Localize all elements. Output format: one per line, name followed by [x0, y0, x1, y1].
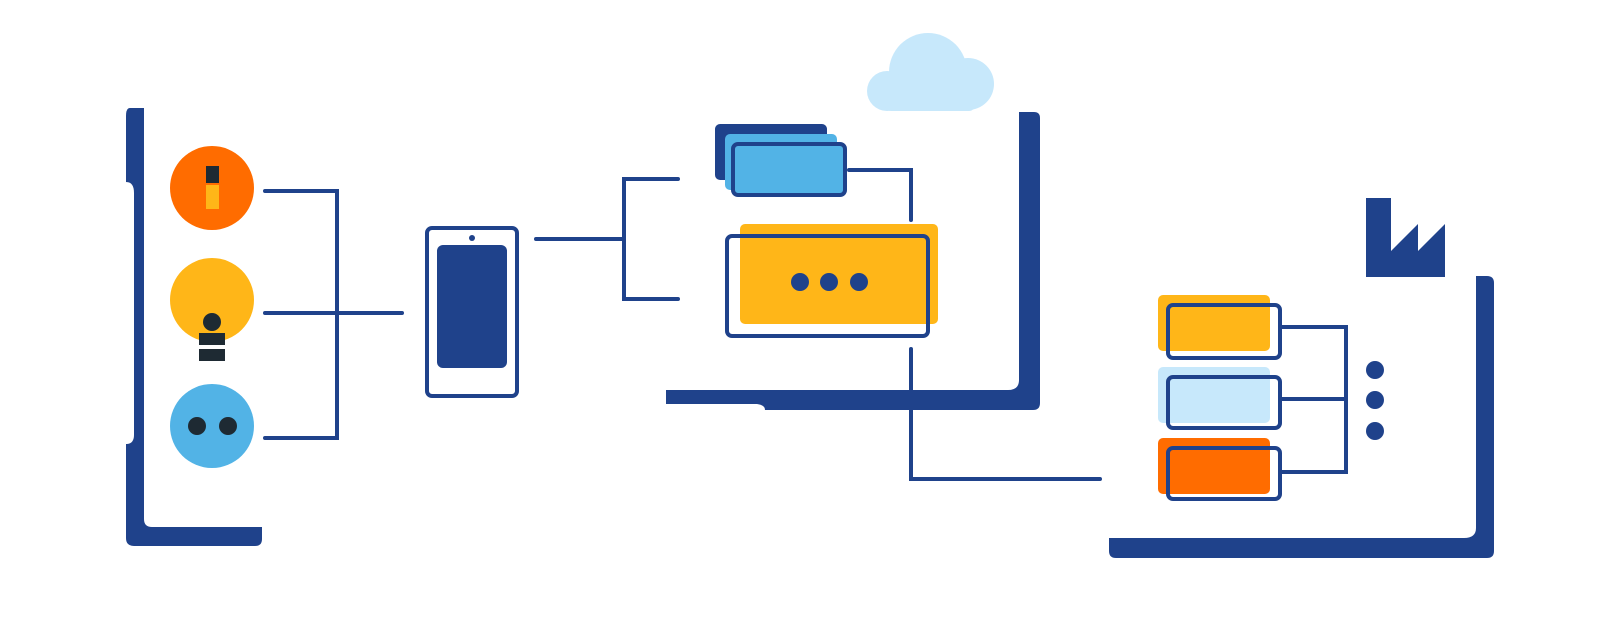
smartphone-icon — [425, 226, 519, 398]
cloud-icon — [867, 33, 994, 111]
left-bracket-frame — [126, 108, 262, 546]
yellow-message-card — [725, 224, 938, 338]
system-connectors — [1281, 325, 1348, 474]
system-card-pale — [1158, 367, 1282, 430]
phone-connectors — [534, 177, 680, 301]
card-stack-blue — [715, 124, 847, 197]
chat-dots-icon — [170, 384, 254, 468]
cloud-connectors — [847, 168, 1102, 481]
input-connectors — [263, 189, 404, 440]
vertical-ellipsis-icon — [1366, 361, 1384, 440]
alert-icon — [170, 146, 254, 230]
lightbulb-icon — [170, 258, 254, 361]
system-card-orange — [1158, 438, 1282, 501]
left-bracket — [126, 108, 262, 546]
system-card-yellow — [1158, 295, 1282, 360]
factory-icon — [1366, 198, 1445, 277]
